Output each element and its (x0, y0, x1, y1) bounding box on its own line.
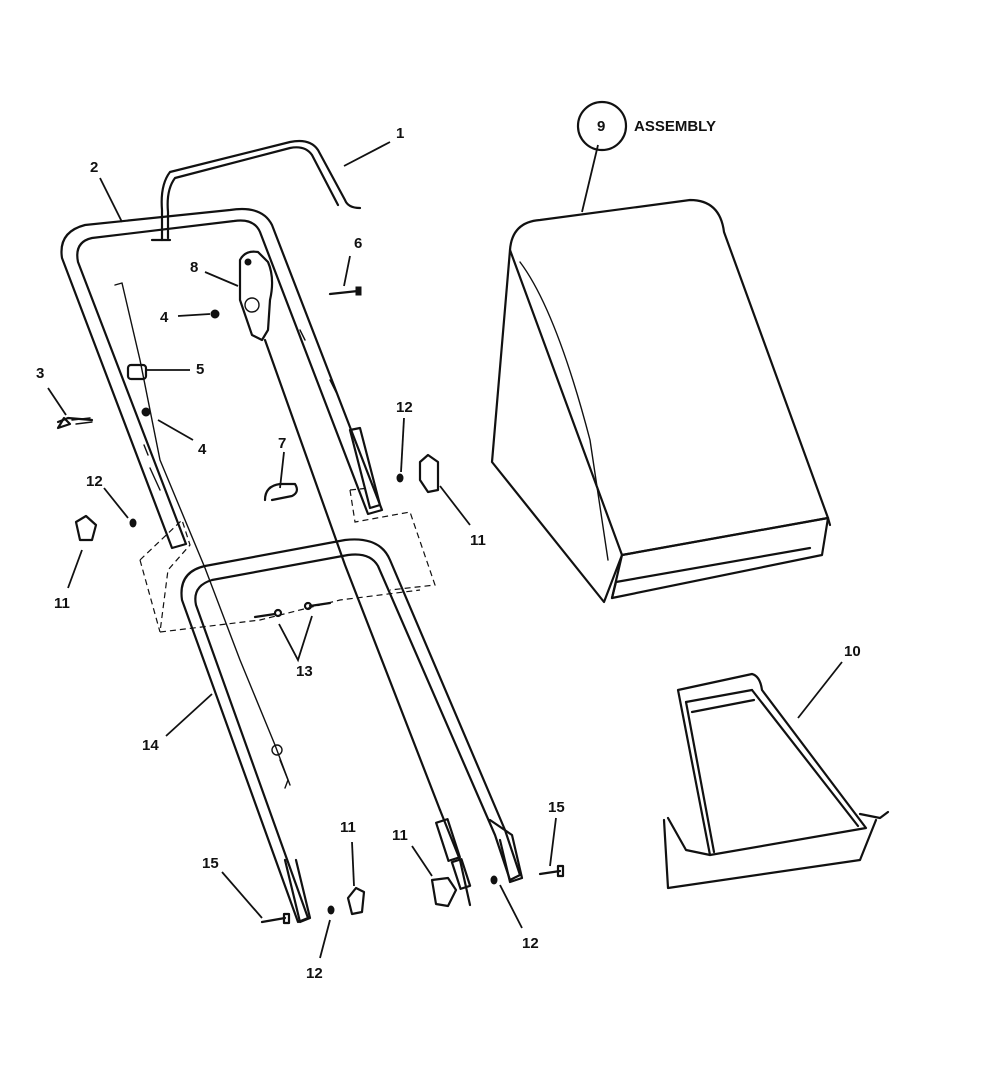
callout-12-bottom-left: 12 (306, 965, 323, 982)
part-wing-knob-11b (418, 453, 440, 494)
callout-15-left: 15 (202, 855, 219, 872)
callout-12-left: 12 (86, 473, 103, 490)
part-control-bail (150, 139, 362, 242)
part-washer-12b (396, 473, 404, 483)
callout-9: 9 (597, 118, 605, 135)
part-lower-handle (180, 538, 524, 924)
part-bag-frame (662, 672, 890, 890)
part-control-housing (238, 250, 472, 907)
part-bolt-15a (260, 912, 291, 925)
part-washer-12a (129, 518, 137, 528)
callout-14: 14 (142, 737, 159, 754)
leader-lines (47, 141, 843, 959)
callout-1: 1 (396, 125, 404, 142)
callout-11-right: 11 (470, 532, 486, 549)
part-brake-cable (114, 282, 291, 789)
callout-2: 2 (90, 159, 98, 176)
callout-4-lower: 4 (198, 441, 207, 458)
assembly-label: ASSEMBLY (634, 118, 716, 135)
part-bolt-3 (56, 416, 94, 430)
part-bolts-13 (253, 601, 332, 619)
callout-11-left: 11 (54, 595, 70, 612)
part-washer-12c (327, 905, 335, 915)
dashed-zone-left (139, 518, 191, 633)
part-wing-knob-11a (74, 514, 98, 542)
part-upper-handle (60, 207, 384, 550)
callout-5: 5 (196, 361, 204, 378)
callout-6: 6 (354, 235, 362, 252)
callout-10: 10 (844, 643, 861, 660)
part-wing-knob-11c (346, 886, 366, 916)
part-wing-knob-11d (430, 876, 458, 908)
callout-4-upper: 4 (160, 309, 169, 326)
callout-7: 7 (278, 435, 286, 452)
dashed-zone-right (349, 487, 436, 591)
callout-3: 3 (36, 365, 44, 382)
callout-8: 8 (190, 259, 198, 276)
callout-12-bottom-right: 12 (522, 935, 539, 952)
callout-11-bottom-mid: 11 (340, 819, 356, 836)
callout-13: 13 (296, 663, 313, 680)
part-nut-4b (141, 407, 151, 417)
part-cable-tie-7 (263, 482, 299, 502)
part-bolt-6 (328, 286, 362, 296)
callout-11-bottom-right: 11 (392, 827, 408, 844)
part-grass-bag (490, 198, 832, 604)
callout-12-right: 12 (396, 399, 413, 416)
dashed-zone-bottom (159, 589, 421, 633)
assembly-callout-circle (576, 100, 628, 152)
part-washer-12d (490, 875, 498, 885)
part-nut-4a (210, 309, 220, 319)
part-cable-clip (126, 363, 148, 381)
callout-15-right: 15 (548, 799, 565, 816)
part-bolt-15b (538, 864, 565, 878)
